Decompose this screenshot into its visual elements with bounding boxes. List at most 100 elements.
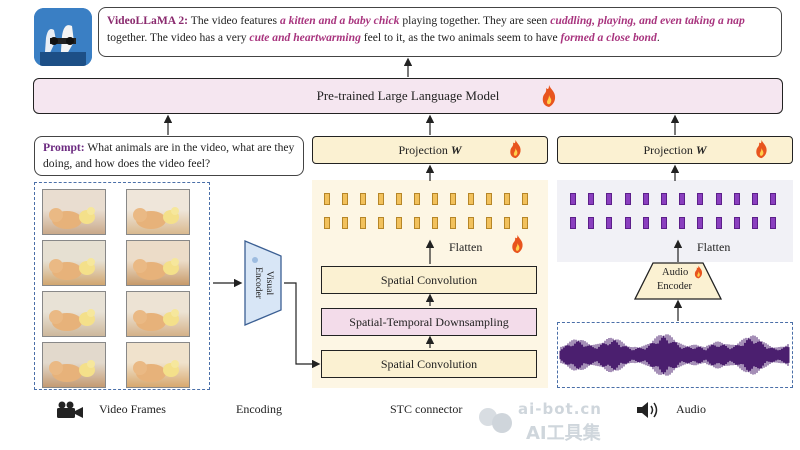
video-frame-thumbnail — [42, 189, 106, 235]
video-frame-thumbnail — [42, 240, 106, 286]
token — [770, 217, 777, 229]
video-camera-icon — [57, 401, 83, 418]
token — [450, 193, 456, 205]
token — [733, 217, 740, 229]
output-title: VideoLLaMA 2: — [107, 14, 189, 27]
output-highlight-4: formed a close bond — [560, 31, 657, 44]
token — [661, 217, 667, 229]
fire-icon — [694, 265, 703, 279]
token — [324, 217, 330, 229]
token — [450, 217, 456, 229]
token — [522, 217, 528, 229]
spatial-convolution-bottom-label: Spatial Convolution — [380, 356, 478, 371]
prompt-text: What animals are in the video, what are … — [43, 141, 295, 170]
token — [396, 193, 402, 205]
output-highlight-3: cute and heartwarming — [249, 31, 361, 44]
token — [342, 193, 348, 205]
prompt-title: Prompt: — [43, 141, 85, 154]
audio-waveform — [559, 334, 790, 376]
audio-projection-block: Projection W — [557, 136, 793, 164]
token — [697, 217, 704, 229]
video-frame-thumbnail — [126, 342, 190, 388]
token — [522, 193, 528, 205]
spatial-convolution-top-label: Spatial Convolution — [380, 272, 478, 287]
token — [378, 217, 384, 229]
output-text-4: feel to it, as the two animals seem to h… — [363, 31, 558, 44]
fire-icon — [512, 234, 523, 254]
audio-encoder-label-1: Audio — [662, 267, 689, 278]
video-frame-thumbnail — [126, 189, 190, 235]
token — [606, 193, 613, 205]
token — [360, 217, 366, 229]
token — [360, 193, 366, 205]
video-frame-thumbnail — [42, 291, 106, 337]
llm-block: Pre-trained Large Language Model — [33, 78, 783, 114]
token — [661, 193, 667, 205]
token — [504, 217, 510, 229]
token — [679, 217, 686, 229]
video-projection-label: Projection — [398, 142, 448, 157]
token — [715, 193, 722, 205]
token — [432, 217, 438, 229]
fire-icon — [510, 139, 521, 159]
token — [570, 217, 576, 229]
output-response-box: VideoLLaMA 2: The video features a kitte… — [98, 7, 782, 57]
caption-stc-connector: STC connector — [390, 402, 463, 416]
token — [588, 217, 595, 229]
token — [588, 193, 595, 205]
audio-projection-label: Projection — [643, 142, 693, 157]
watermark-text-2: AI工具集 — [526, 423, 601, 444]
visual-encoder-block — [244, 240, 282, 326]
prompt-box: Prompt: What animals are in the video, w… — [34, 136, 304, 176]
token — [468, 217, 474, 229]
watermark-text-1: ai-bot.cn — [518, 400, 602, 418]
spatial-temporal-downsampling-label: Spatial-Temporal Downsampling — [349, 314, 509, 329]
video-frame-thumbnail — [126, 240, 190, 286]
video-frame-thumbnail — [126, 291, 190, 337]
token — [432, 193, 438, 205]
token — [770, 193, 777, 205]
output-text-5: . — [656, 31, 660, 44]
caption-audio: Audio — [676, 402, 706, 416]
spatial-convolution-bottom: Spatial Convolution — [321, 350, 537, 378]
token — [642, 193, 649, 205]
output-highlight-2: cuddling, playing, and even taking a nap — [550, 14, 745, 27]
video-projection-var: W — [450, 142, 462, 157]
token — [606, 217, 613, 229]
fire-icon — [756, 139, 767, 159]
token — [752, 217, 758, 229]
audio-waveform-box — [557, 322, 793, 388]
token — [342, 217, 348, 229]
video-frame-thumbnail — [42, 342, 106, 388]
token — [378, 193, 384, 205]
watermark-logo-icon — [479, 408, 512, 433]
token — [624, 217, 631, 229]
caption-encoding: Encoding — [236, 402, 282, 416]
token — [679, 193, 686, 205]
caption-video-frames: Video Frames — [99, 402, 166, 416]
token — [414, 193, 420, 205]
audio-encoder-label-2: Encoder — [657, 281, 692, 292]
token — [733, 193, 740, 205]
token — [642, 217, 649, 229]
output-highlight-1: a kitten and a baby chick — [279, 14, 400, 27]
spatial-temporal-downsampling: Spatial-Temporal Downsampling — [321, 308, 537, 336]
token — [396, 217, 402, 229]
output-text-2: playing together. They are seen — [402, 14, 548, 27]
video-frames-box — [34, 182, 210, 390]
token — [752, 193, 758, 205]
output-text-1: The video features — [190, 14, 278, 27]
audio-projection-var: W — [695, 142, 707, 157]
logo-llama-icon — [34, 8, 92, 66]
token — [570, 193, 576, 205]
token — [504, 193, 510, 205]
token — [697, 193, 704, 205]
speaker-icon — [637, 402, 658, 418]
spatial-convolution-top: Spatial Convolution — [321, 266, 537, 294]
output-text-3: together. The video has a very — [107, 31, 247, 44]
token — [486, 193, 492, 205]
video-projection-block: Projection W — [312, 136, 548, 164]
token — [624, 193, 631, 205]
token — [468, 193, 474, 205]
